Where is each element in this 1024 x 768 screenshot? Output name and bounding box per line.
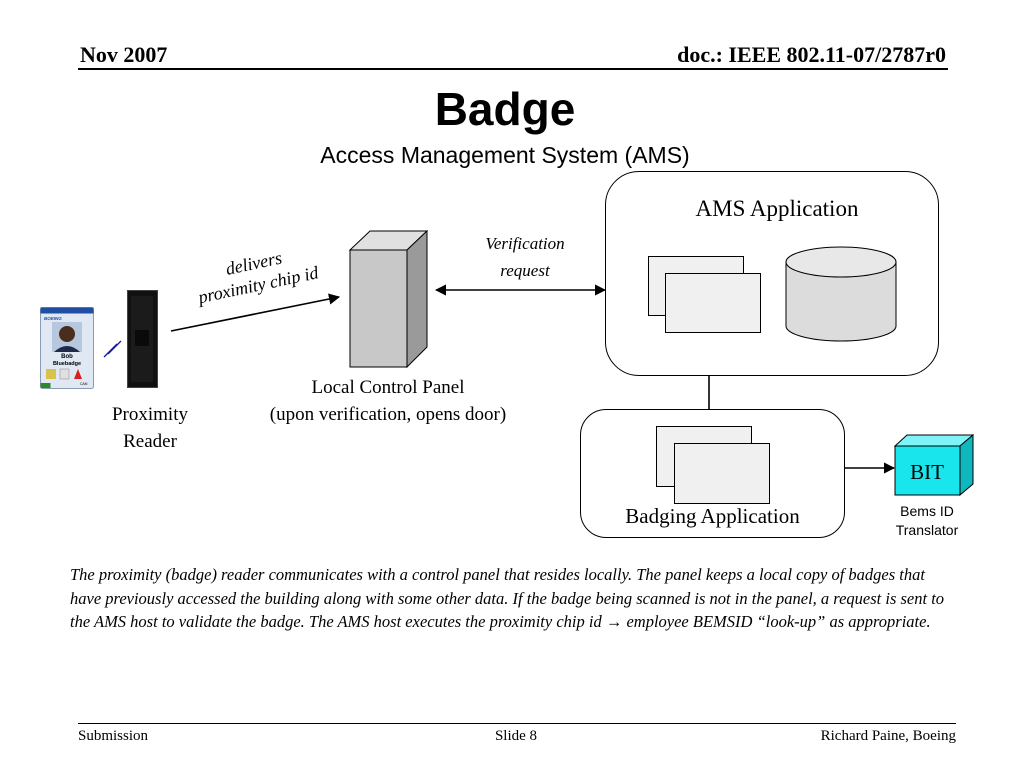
header-doc-id: doc.: IEEE 802.11-07/2787r0 [677,42,946,67]
header-date: Nov 2007 [80,42,168,67]
local-control-panel-label: Local Control Panel (upon verification, … [269,377,507,425]
proximity-reader-label: Proximity Reader [111,404,188,452]
badging-application-label: Badging Application [625,504,800,528]
description-text: The proximity (badge) reader communicate… [70,565,945,631]
bit-label: BIT [910,460,944,484]
ams-database-icon [785,246,897,342]
footer-slide-number: Slide 8 [494,728,538,744]
slide-title: Badge [434,83,576,135]
header-rule [78,68,948,70]
bit-cube-icon [893,433,975,497]
slide-subtitle: Access Management System (AMS) [320,142,690,168]
wireless-signal-icon [103,340,122,358]
ams-document-front-icon [665,273,761,333]
svg-text:Bob: Bob [61,354,73,360]
svg-text:Bluebadge: Bluebadge [53,361,81,367]
verification-request-label: Verification request [485,234,565,280]
bit-caption: Bems ID Translator [895,503,959,538]
proximity-reader-icon [127,290,158,388]
footer-right: Richard Paine, Boeing [820,728,956,744]
footer-rule [78,723,956,724]
svg-text:CAN: CAN [80,382,88,386]
footer-left: Submission [78,728,149,744]
ams-application-label: AMS Application [695,196,859,221]
badging-document-front-icon [674,443,770,504]
svg-text:BOEING: BOEING [44,316,62,321]
delivers-arrow [170,293,341,332]
badge-card-image: BOEING Bob Bluebadge CAN [40,307,94,389]
local-control-panel-icon [348,229,429,369]
